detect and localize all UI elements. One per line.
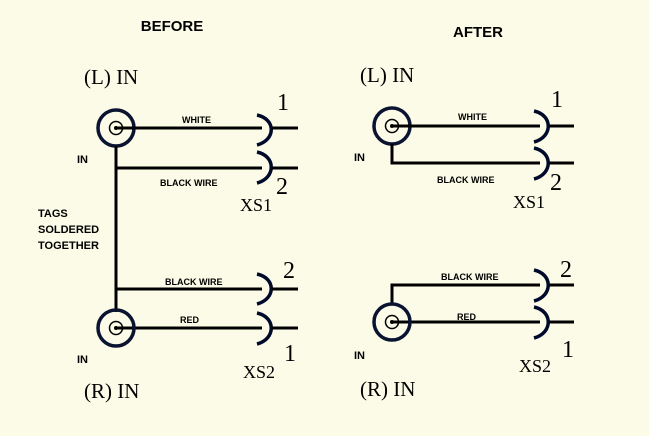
before-tags-note-line2: SOLDERED xyxy=(38,224,99,236)
after-xs2-pin2: 2 xyxy=(560,257,572,283)
after-heading: AFTER xyxy=(453,24,503,41)
after-black-wire-xs2-label: BLACK WIRE xyxy=(441,272,499,282)
after-xs2-name: XS2 xyxy=(519,356,551,376)
before-black-wire-xs1-label: BLACK WIRE xyxy=(160,178,218,188)
before-xs1-connector xyxy=(256,113,298,185)
after-xs1-name: XS1 xyxy=(513,192,545,212)
after-red-wire-label: RED xyxy=(457,312,477,322)
after-black-wire-xs1 xyxy=(390,144,540,165)
after-xs2-connector xyxy=(533,268,574,340)
before-panel: BEFORE (L) IN IN WHITE BLACK WIRE 1 2 XS… xyxy=(38,18,298,403)
after-black-wire-xs1-label: BLACK WIRE xyxy=(437,175,495,185)
before-xs2-connector xyxy=(256,272,298,346)
after-xs2-pin1: 1 xyxy=(562,337,574,363)
before-xs1-pin2: 2 xyxy=(276,174,288,200)
before-tags-note-line1: TAGS xyxy=(38,208,68,220)
before-left-jack-title: (L) IN xyxy=(84,65,138,89)
after-right-jack-side-label: IN xyxy=(354,350,365,362)
after-xs1-connector xyxy=(533,109,574,181)
after-panel: AFTER (L) IN IN WHITE BLACK WIRE 1 2 XS1… xyxy=(354,24,574,401)
before-xs2-pin1: 1 xyxy=(284,341,296,367)
before-red-wire-label: RED xyxy=(180,315,200,325)
before-xs2-pin2: 2 xyxy=(283,258,295,284)
after-white-wire-label: WHITE xyxy=(458,112,487,122)
after-right-jack-title: (R) IN xyxy=(360,377,415,401)
before-white-wire-label: WHITE xyxy=(182,115,211,125)
before-tags-note-line3: TOGETHER xyxy=(38,240,99,252)
after-xs1-pin2: 2 xyxy=(550,170,562,196)
after-left-jack-side-label: IN xyxy=(354,152,365,164)
after-black-wire-xs2 xyxy=(390,283,540,304)
before-xs1-name: XS1 xyxy=(240,195,272,215)
after-left-jack-title: (L) IN xyxy=(360,63,414,87)
before-right-jack xyxy=(96,308,136,348)
before-xs1-pin1: 1 xyxy=(277,90,289,116)
before-right-jack-title: (R) IN xyxy=(84,379,139,403)
before-xs2-name: XS2 xyxy=(243,362,275,382)
before-right-jack-side-label: IN xyxy=(77,354,88,366)
before-left-jack-side-label: IN xyxy=(77,154,88,166)
before-heading: BEFORE xyxy=(141,18,204,35)
after-right-jack xyxy=(372,302,412,342)
before-black-wire-xs2-label: BLACK WIRE xyxy=(165,277,223,287)
after-xs1-pin1: 1 xyxy=(551,87,563,113)
